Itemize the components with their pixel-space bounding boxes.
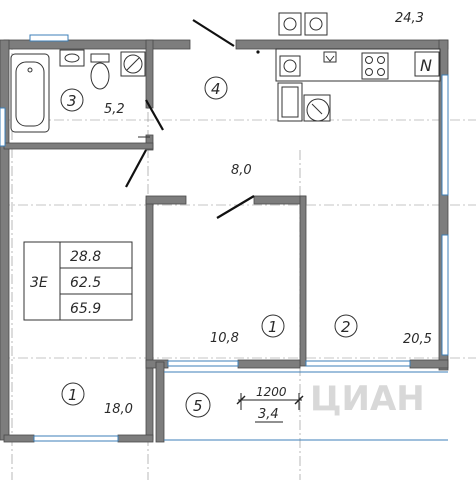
toilet [90, 53, 110, 63]
north-indicator [414, 51, 440, 77]
room-door [216, 195, 255, 219]
room-1-number: 1 [268, 318, 278, 336]
center-area: 8,0 [231, 163, 252, 178]
total-area: 62.5 [70, 275, 101, 291]
room-1-left-number: 1 [68, 386, 78, 404]
total-area-with-balcony: 65.9 [70, 301, 101, 317]
north-symbol: N [420, 56, 432, 75]
entrance-door [192, 19, 235, 47]
top-right-area: 24,3 [395, 11, 424, 26]
room-1-marker [261, 314, 285, 338]
room-3-area: 5,2 [104, 102, 125, 117]
living-area: 28.8 [70, 249, 101, 265]
room-1-left-area: 18,0 [104, 402, 133, 417]
doors [125, 19, 255, 219]
room-4-marker [204, 76, 228, 100]
room-3-marker [60, 88, 84, 112]
kitchen-counter [275, 48, 441, 82]
room-5-marker [185, 392, 211, 418]
room-labels: 3 5,2 4 24,3 8,0 1 18,0 1 10,8 2 20,5 5 … [60, 11, 432, 422]
dimension-line: 1200 [236, 385, 304, 423]
room-2-area: 20,5 [403, 332, 432, 347]
room-1-left-marker [61, 382, 85, 406]
apartment-table: 3Е 28.8 62.5 65.9 [23, 241, 133, 321]
walls [0, 39, 449, 443]
bathroom-door [145, 99, 164, 131]
room-4-number: 4 [211, 80, 221, 98]
room-5-number: 5 [193, 397, 203, 415]
room-1-area: 10,8 [210, 331, 239, 346]
watermark: ЦИАН [310, 379, 425, 419]
fixtures: N [10, 12, 441, 133]
room-2-marker [334, 314, 358, 338]
cooktop [361, 52, 389, 80]
apartment-type: 3Е [30, 275, 48, 291]
room-5-area: 3,4 [258, 407, 279, 422]
dimension-value: 1200 [256, 385, 287, 399]
room-3-number: 3 [67, 92, 77, 110]
windows [0, 34, 449, 442]
hall-door [125, 149, 147, 188]
room-2-number: 2 [341, 318, 351, 336]
